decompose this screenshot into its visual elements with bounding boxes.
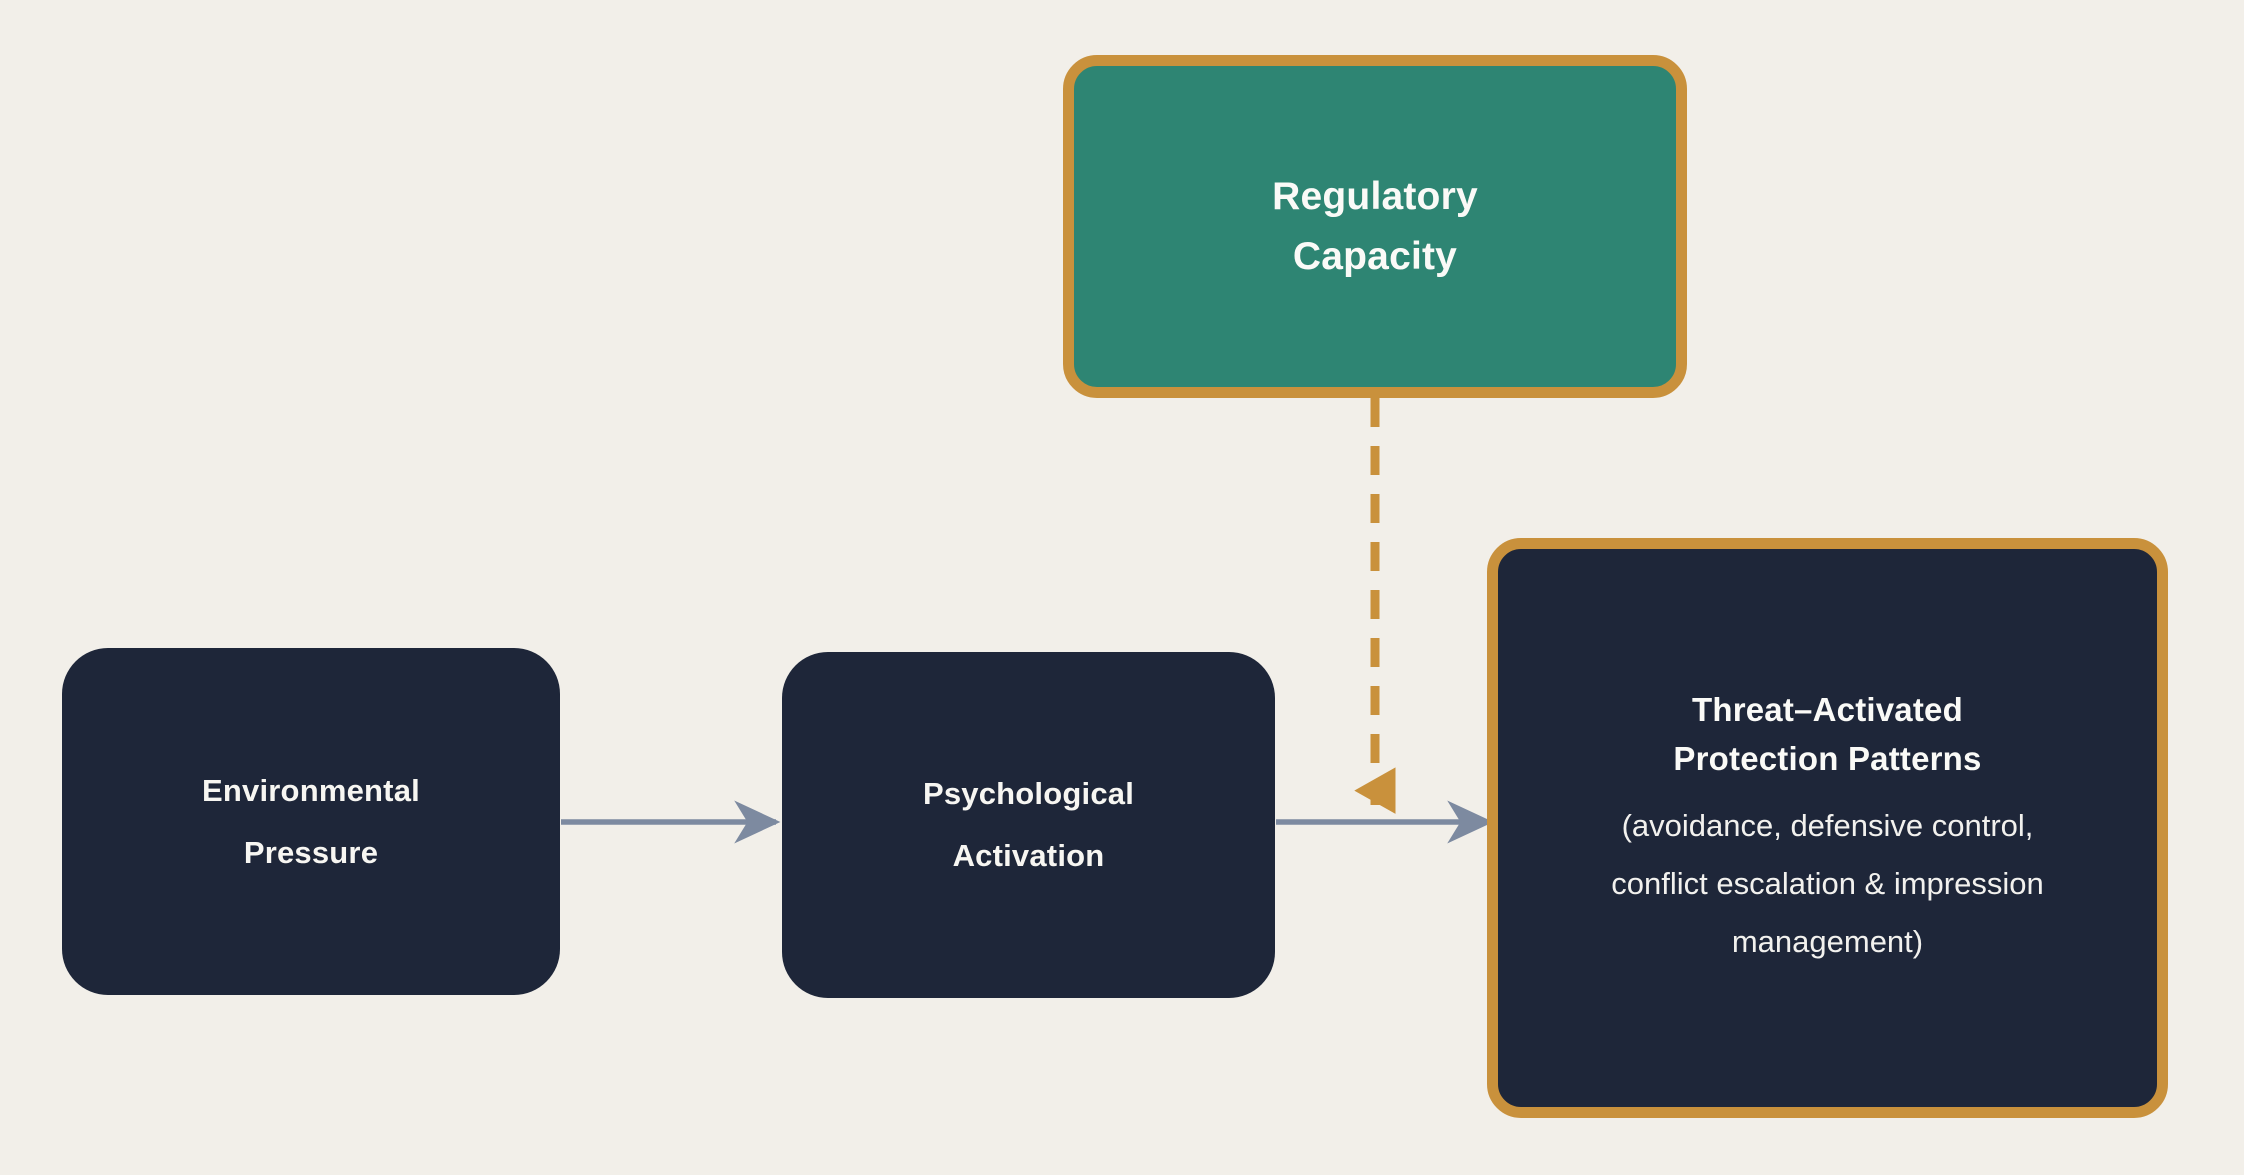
node-threat-activated-protection-patterns-sublabel: (avoidance, defensive control, conflict … bbox=[1611, 808, 2044, 959]
node-threat-activated-protection-patterns[interactable]: Threat–Activated Protection Patterns (av… bbox=[1487, 538, 2168, 1118]
node-environmental-pressure-label: Environmental Pressure bbox=[202, 772, 420, 870]
node-threat-activated-protection-patterns-label: Threat–Activated Protection Patterns bbox=[1673, 691, 1982, 777]
node-psychological-activation-label: Psychological Activation bbox=[922, 776, 1135, 873]
node-regulatory-capacity[interactable]: Regulatory Capacity bbox=[1063, 55, 1687, 398]
node-environmental-pressure[interactable]: Environmental Pressure bbox=[62, 648, 560, 995]
node-regulatory-capacity-label: Regulatory Capacity bbox=[1272, 174, 1478, 278]
node-psychological-activation[interactable]: Psychological Activation bbox=[782, 652, 1275, 998]
